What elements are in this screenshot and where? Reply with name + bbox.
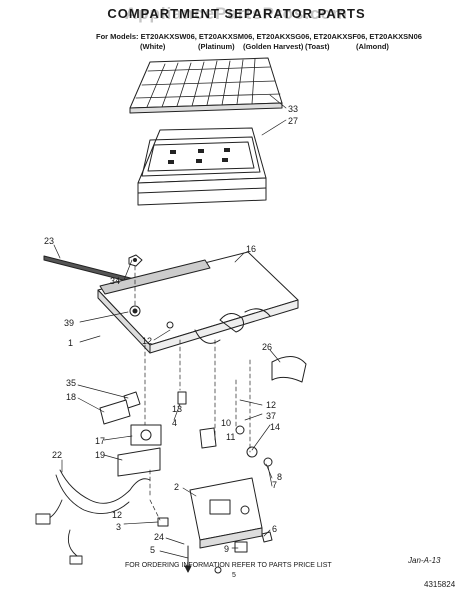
part-label: 3 — [116, 522, 121, 532]
watermark: AppliancePartsPros.com — [124, 4, 349, 23]
page-number: 5 — [232, 572, 236, 579]
part-label: 7 — [272, 480, 277, 490]
small-parts — [157, 391, 273, 574]
part-label: 19 — [95, 450, 105, 460]
color-white: (White) — [140, 42, 166, 51]
part-label: 33 — [288, 104, 298, 114]
part-label: 12 — [112, 510, 122, 520]
part-label: 6 — [272, 524, 277, 534]
ordering-note: FOR ORDERING INFORMATION REFER TO PARTS … — [125, 562, 332, 569]
part-label: 9 — [224, 544, 229, 554]
models-line: For Models: ET20AKXSW06, ET20AKXSM06, ET… — [96, 32, 422, 41]
part-label: 23 — [44, 236, 54, 246]
part-label: 27 — [288, 116, 298, 126]
part-label: 5 — [150, 545, 155, 555]
separator-frame — [137, 127, 267, 206]
assembly-lines — [134, 265, 251, 521]
part-labels: 33 27 23 16 34 39 1 12 26 35 18 13 4 12 … — [44, 104, 298, 555]
part-label: 4 — [172, 418, 177, 428]
part-label: 39 — [64, 318, 74, 328]
color-platinum: (Platinum) — [198, 42, 235, 51]
diagram-title: COMPARTMENT SEPARATOR PARTS — [107, 6, 366, 21]
flap — [271, 356, 307, 383]
part-label: 24 — [154, 532, 164, 542]
part-label: 2 — [174, 482, 179, 492]
part-label: 18 — [66, 392, 76, 402]
color-toast: (Toast) — [305, 42, 330, 51]
part-label: 1 — [68, 338, 73, 348]
part-label: 11 — [226, 432, 235, 442]
part-label: 12 — [266, 400, 276, 410]
leader-lines — [53, 94, 287, 559]
wire-harness — [35, 469, 151, 565]
lamp-bracket — [189, 477, 263, 549]
part-label: 37 — [266, 411, 276, 421]
part-label: 35 — [66, 378, 76, 388]
part-label: 22 — [52, 450, 62, 460]
part-label: 17 — [95, 436, 105, 446]
document-code: 4315824 — [424, 580, 456, 589]
handwritten-note: Jan-A-13 — [408, 556, 441, 565]
part-label: 8 — [277, 472, 282, 482]
part-label: 14 — [270, 422, 280, 432]
color-golden-harvest: (Golden Harvest) — [243, 42, 304, 51]
part-label: 34 — [110, 276, 120, 286]
color-almond: (Almond) — [356, 42, 389, 51]
part-label: 26 — [262, 342, 272, 352]
part-label: 10 — [221, 418, 231, 428]
part-label: 13 — [172, 404, 182, 414]
part-label: 16 — [246, 244, 256, 254]
separator-panel — [97, 251, 299, 354]
separator-grille — [129, 57, 283, 114]
nut — [128, 254, 143, 267]
thermostat-housing — [99, 391, 162, 477]
part-label: 12 — [142, 336, 152, 346]
